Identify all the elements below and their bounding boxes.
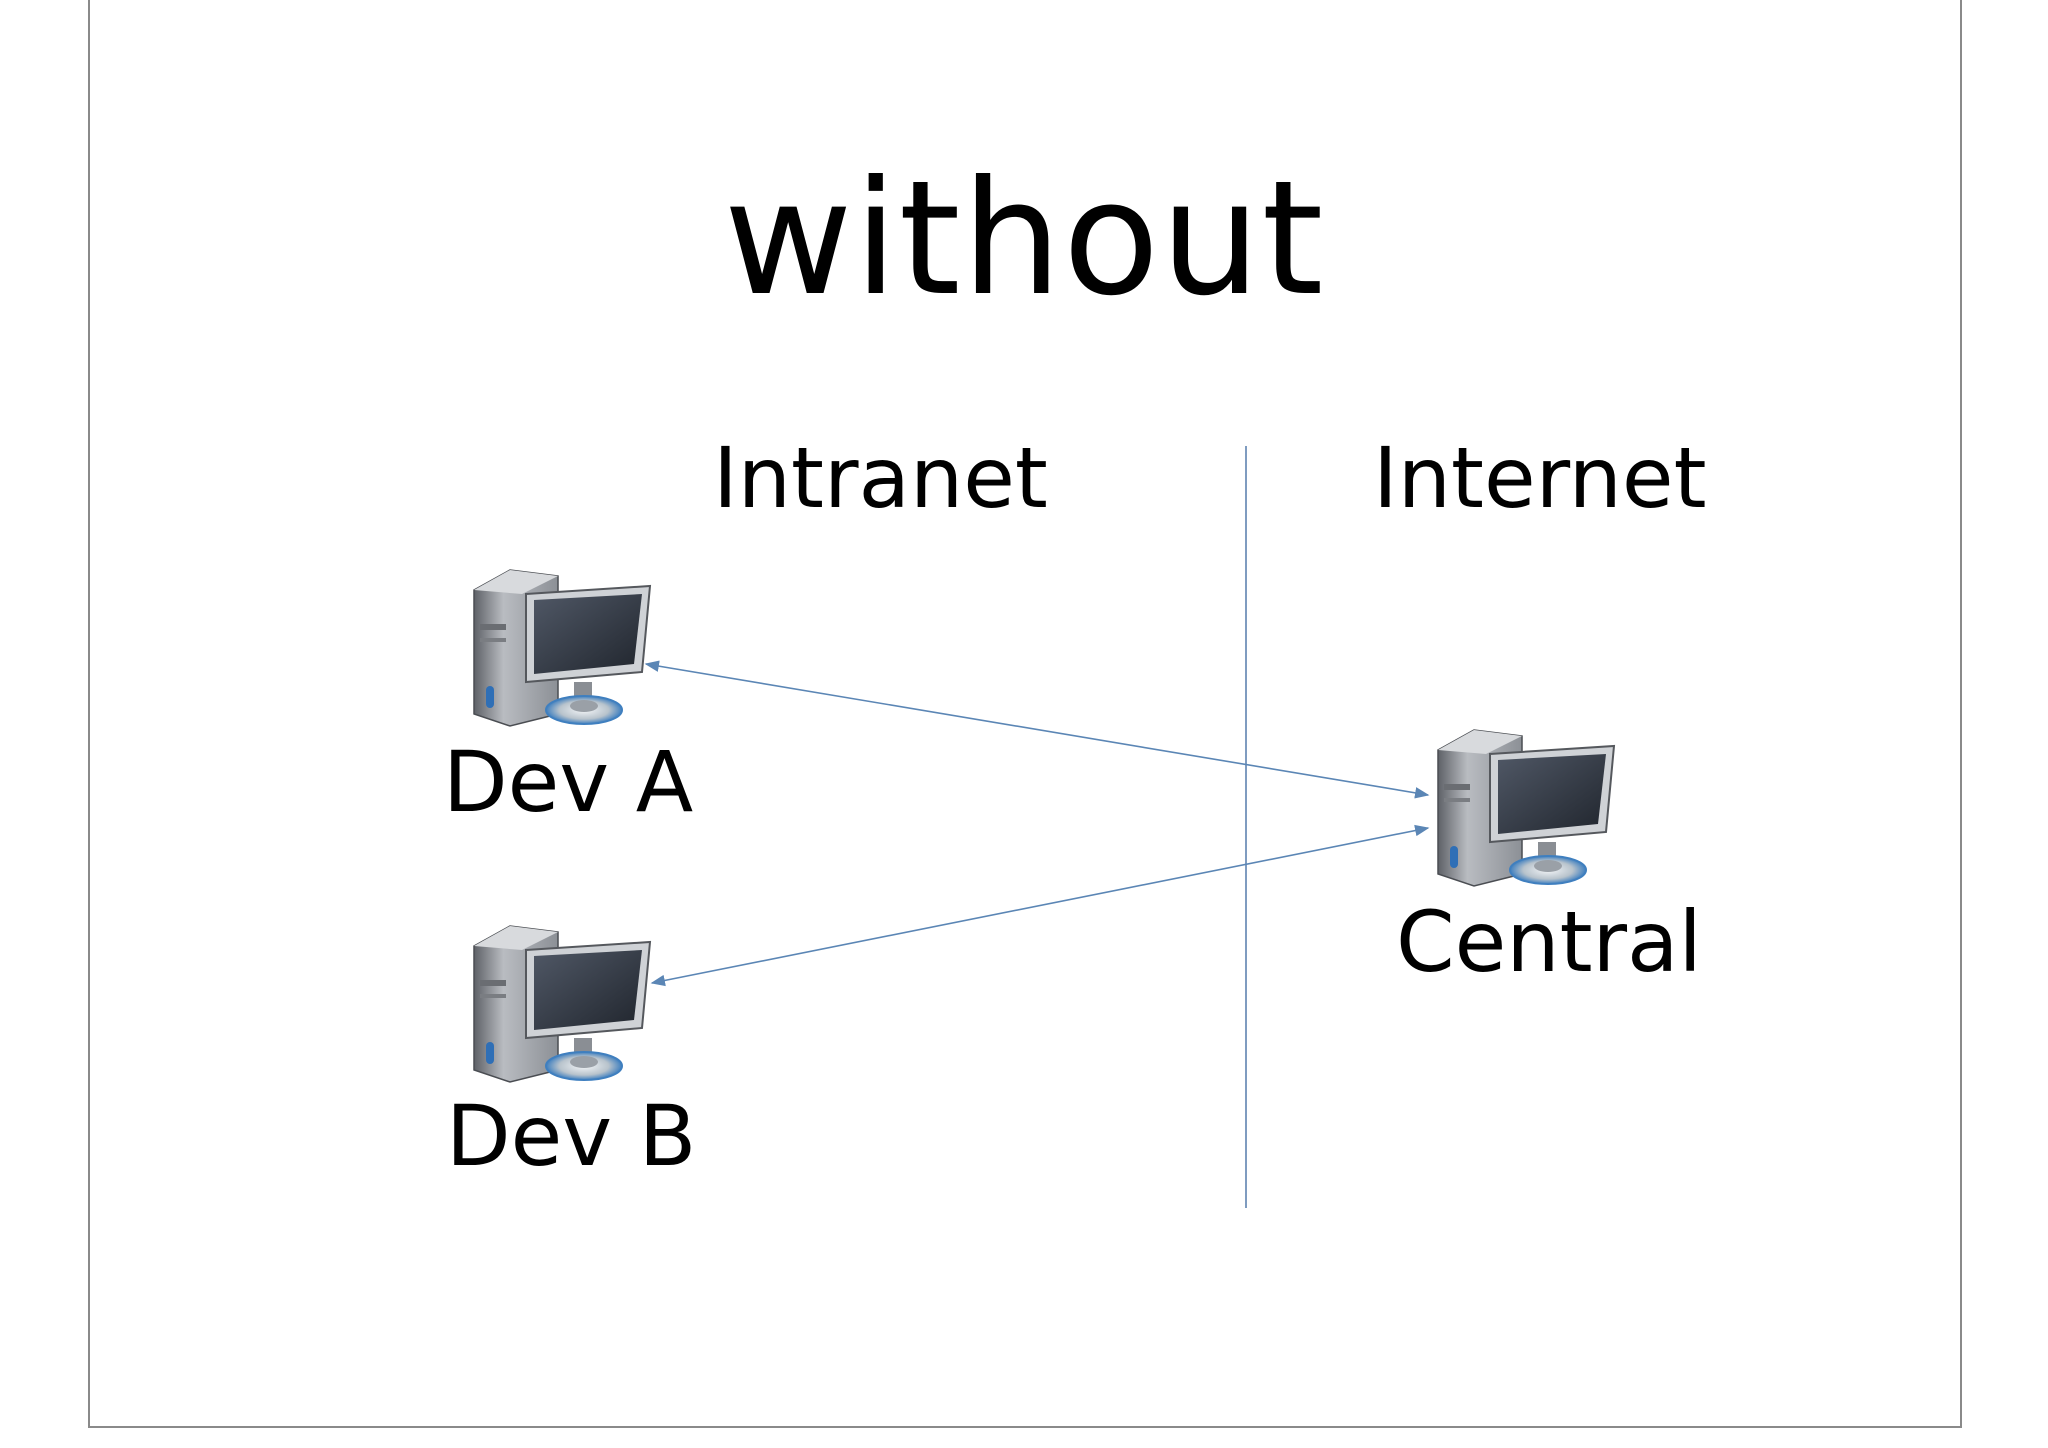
zone-label-internet: Internet — [1373, 429, 1707, 527]
edge-dev-b-central — [650, 824, 1430, 987]
central-computer-icon — [1437, 729, 1616, 887]
edge-dev-a-central — [644, 660, 1430, 799]
node-label-dev-a: Dev A — [443, 733, 694, 831]
slide-title: without — [723, 147, 1325, 331]
node-label-central: Central — [1396, 893, 1702, 991]
zone-label-intranet: Intranet — [713, 429, 1048, 527]
slide-frame — [88, 0, 1962, 1428]
dev-b-computer-icon — [473, 925, 652, 1083]
node-label-dev-b: Dev B — [446, 1087, 697, 1185]
dev-a-computer-icon — [473, 569, 652, 727]
